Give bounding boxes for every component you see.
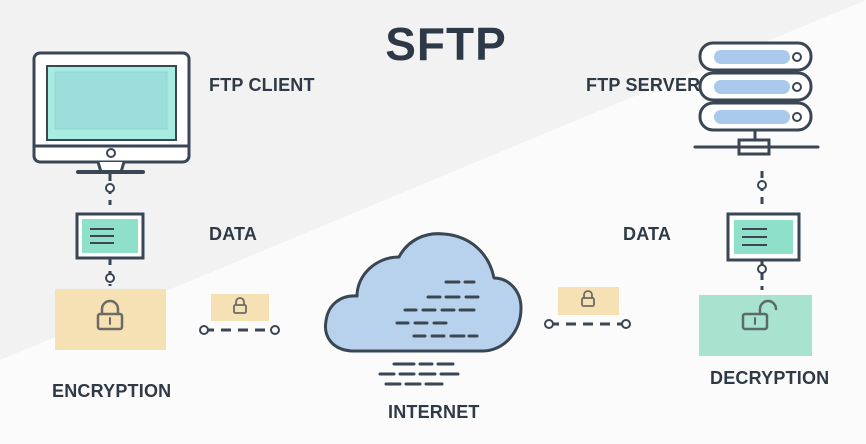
small-padlock-body-left [233,304,247,314]
unlocked-padlock-icon [741,299,778,331]
right-data-path [726,171,801,290]
padlock-shackle [100,299,120,316]
data-to-decryption-node [757,264,767,274]
left-transfer-node-start [199,325,209,335]
data-to-encryption-node [105,273,115,283]
small-padlock-icon-right [581,290,595,307]
decryption-box [699,295,812,356]
data-label-right: DATA [623,224,672,244]
padlock-icon [96,299,124,331]
right-transfer-node-start [544,319,554,329]
cloud-network-icon [323,232,523,386]
encryption-label: ENCRYPTION [52,381,172,401]
cloud-data-streams [395,280,480,338]
server-button-top [792,52,802,62]
server-button-middle [792,82,802,92]
ftp-server-label: FTP SERVER [586,75,701,95]
right-transfer-packet [544,287,631,329]
cloud-shape [323,232,523,353]
desktop-computer-icon [32,51,191,174]
power-button [106,148,116,158]
diagram-title: SFTP [385,18,507,70]
unlocked-padlock-body [741,312,769,331]
left-transfer-packet [199,294,280,335]
internet-label: INTERNET [388,402,480,422]
server-light-top [714,50,790,64]
monitor-screen-inner [54,71,168,130]
left-data-path [75,174,145,286]
encryption-box [55,289,166,350]
right-transfer-node-end [621,319,631,329]
cloud-base-streams [378,362,460,386]
decryption-box-fill [699,295,812,356]
client-connector-node [105,183,115,193]
decryption-label: DECRYPTION [710,368,830,388]
padlock-body [96,312,124,331]
small-padlock-shackle-left [235,297,245,306]
server-light-bottom [714,110,790,124]
small-padlock-icon-left [233,297,247,314]
server-connector-node [757,180,767,190]
unlocked-shackle [758,299,778,316]
small-padlock-body-right [581,297,595,307]
ftp-client-label: FTP CLIENT [209,75,315,95]
data-label-left: DATA [209,224,258,244]
left-transfer-node-end [270,325,280,335]
small-padlock-shackle-right [583,290,593,299]
server-light-middle [714,80,790,94]
server-button-bottom [792,112,802,122]
server-rack-icon [693,41,820,156]
